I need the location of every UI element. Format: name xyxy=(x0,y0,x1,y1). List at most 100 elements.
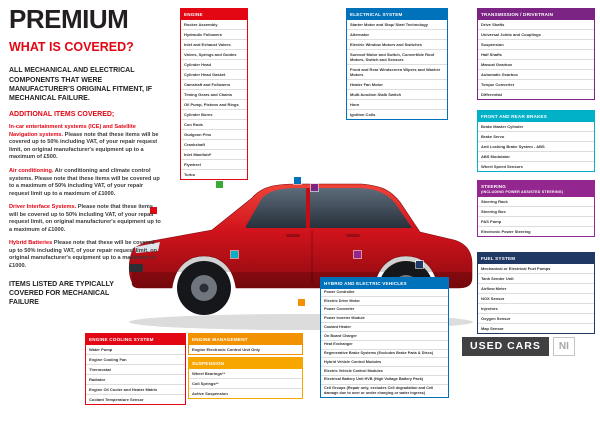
marker-electrical xyxy=(294,177,301,184)
list-item: Half Shafts xyxy=(478,50,594,60)
category-box-suspension: SUSPENSION Wheel Bearings**Coil Springs*… xyxy=(188,357,303,399)
list-item: Wheel Speed Sensors xyxy=(481,163,523,169)
list-item: Front and Rear Windscreen Wipers and Was… xyxy=(347,65,447,80)
category-header: ELECTRICAL SYSTEM xyxy=(347,9,447,20)
list-item: Map Sensor xyxy=(481,325,504,331)
list-item: Power Controller xyxy=(321,289,448,298)
list-item: Steering Box xyxy=(478,207,594,217)
category-header-title: STEERING xyxy=(481,183,507,189)
list-item: Manual Gearbox xyxy=(478,60,594,70)
used-cars-logo: USED CARS NI xyxy=(462,337,575,356)
category-header: HYBRID AND ELECTRIC VEHICLES xyxy=(321,278,448,289)
used-cars-logo-text: USED CARS xyxy=(462,337,549,356)
marker-green xyxy=(216,181,223,188)
footer-note: ITEMS LISTED ARE TYPICALLY COVERED FOR M… xyxy=(9,280,114,307)
paragraph-lead: In-car entertainment systems (ICE) and S… xyxy=(9,124,136,138)
coverage-paragraph-ice: In-car entertainment systems (ICE) and S… xyxy=(9,124,161,162)
list-item: Hydraulic Followers xyxy=(181,30,247,40)
list-item: Electric Drive Motor xyxy=(321,297,448,306)
category-box-fuel-system: FUEL SYSTEM Mechanical or Electrical Fue… xyxy=(477,252,595,334)
marker-fuel xyxy=(416,261,423,268)
list-item: Power Converter xyxy=(321,306,448,315)
list-item: Active Suspension xyxy=(192,390,228,396)
list-item: Crankshaft xyxy=(181,140,247,150)
list-item: Anti Locking Brake System - ABS xyxy=(478,142,594,152)
page-title: PREMIUM xyxy=(9,4,129,34)
list-item: Oxygen Sensor xyxy=(478,314,594,324)
list-item: Tank Sender Unit xyxy=(478,274,594,284)
list-item: Inlet and Exhaust Valves xyxy=(181,40,247,50)
list-item: Rocker Assembly xyxy=(181,20,247,30)
list-item: Brake Servo xyxy=(478,132,594,142)
list-item: Water Pump xyxy=(86,345,185,355)
list-item: Drive Shafts xyxy=(478,20,594,30)
list-item: Heater Fan Motor xyxy=(347,80,447,90)
paragraph-body: Please note that these items will be cov… xyxy=(9,204,161,233)
list-item: Con Rods xyxy=(181,120,247,130)
category-box-electrical-system: ELECTRICAL SYSTEM Starter Motor and Stop… xyxy=(346,8,448,120)
coverage-paragraph-aircon: Air conditioning. Air conditioning and c… xyxy=(9,168,161,198)
category-items: Starter Motor and Stop/ Start Technology… xyxy=(347,20,447,119)
list-item: Cylinder Bores xyxy=(181,110,247,120)
coverage-paragraph-hybrid-batteries: Hybrid Batteries Please note that these … xyxy=(9,240,161,270)
list-item: On Board Charger xyxy=(321,332,448,341)
list-item: Radiator xyxy=(86,375,185,385)
list-item: Heat Exchanger xyxy=(321,341,448,350)
category-items: Wheel Bearings**Coil Springs**Active Sus… xyxy=(189,369,302,398)
list-item: Turbo xyxy=(184,171,196,177)
list-item: Timing Gears and Chains xyxy=(181,90,247,100)
category-header: STEERING (INCLUDING POWER ASSISTED STEER… xyxy=(478,181,594,197)
paragraph-body: Please note that these will be covered u… xyxy=(9,240,158,269)
list-item: Mechanical or Electrical Fuel Pumps xyxy=(478,264,594,274)
category-header: ENGINE COOLING SYSTEM xyxy=(86,334,185,345)
paragraph-lead: Hybrid Batteries xyxy=(9,240,53,247)
category-box-hybrid-electric-vehicles: HYBRID AND ELECTRIC VEHICLES Power Contr… xyxy=(320,277,449,399)
list-item: Hybrid Vehicle Control Modules xyxy=(321,358,448,368)
list-item: NOX Sensor xyxy=(478,294,594,304)
paragraph-body: Air conditioning and climate control sys… xyxy=(9,167,160,197)
list-item: Torque Converter xyxy=(478,80,594,90)
list-item: Electric Window Motors and Switches xyxy=(347,40,447,50)
list-item: Differential xyxy=(481,91,502,97)
list-item: Gudgeon Pins xyxy=(181,130,247,140)
category-header: FUEL SYSTEM xyxy=(478,253,594,264)
coverage-paragraph-driver-interface: Driver Interface Systems. Please note th… xyxy=(9,204,161,234)
list-item: Starter Motor and Stop/ Start Technology xyxy=(347,20,447,30)
list-item: Cylinder Head xyxy=(181,60,247,70)
list-item: Oil Pump, Pistons and Rings xyxy=(181,100,247,110)
list-item: ABS Modulator xyxy=(478,152,594,162)
marker-transmission xyxy=(311,184,318,191)
list-item: Coil Springs** xyxy=(189,379,302,389)
list-item: Steering Rack xyxy=(478,197,594,207)
list-item: Sunroof Motor and Switch, Convertible Ro… xyxy=(347,50,447,65)
list-item: Electrical Battery Unit HVB (High Voltag… xyxy=(321,376,448,385)
category-box-front-rear-brakes: FRONT AND REAR BRAKES Brake Master Cylin… xyxy=(477,110,595,172)
category-header: ENGINE MANAGEMENT xyxy=(189,334,302,345)
marker-brakes xyxy=(231,251,238,258)
list-item: Coolant Heater xyxy=(321,323,448,333)
intro-statement: ALL MECHANICAL AND ELECTRICAL COMPONENTS… xyxy=(9,67,153,102)
list-item: Engine Cooling Fan xyxy=(86,355,185,365)
list-item: Ignition Coils xyxy=(350,111,376,117)
ni-logo: NI xyxy=(552,337,575,356)
list-item: Power Inverter Module xyxy=(321,315,448,324)
list-item: Engine Oil Cooler and Heater Matrix xyxy=(86,385,185,395)
list-item: Airflow Meter xyxy=(478,284,594,294)
list-item: Multi-function Stalk Switch xyxy=(347,90,447,100)
category-header: SUSPENSION xyxy=(189,358,302,369)
additional-items-heading: ADDITIONAL ITEMS COVERED; xyxy=(9,111,115,119)
category-header-subtitle: (INCLUDING POWER ASSISTED STEERING) xyxy=(481,190,564,194)
list-item: Electronic Power Steering xyxy=(481,228,531,234)
list-item: Engine Electronic Control Unit Only xyxy=(192,346,261,352)
category-header: TRANSMISSION / DRIVETRAIN xyxy=(478,9,594,20)
list-item: Automatic Gearbox xyxy=(478,70,594,80)
list-item: Camshaft and Followers xyxy=(181,80,247,90)
